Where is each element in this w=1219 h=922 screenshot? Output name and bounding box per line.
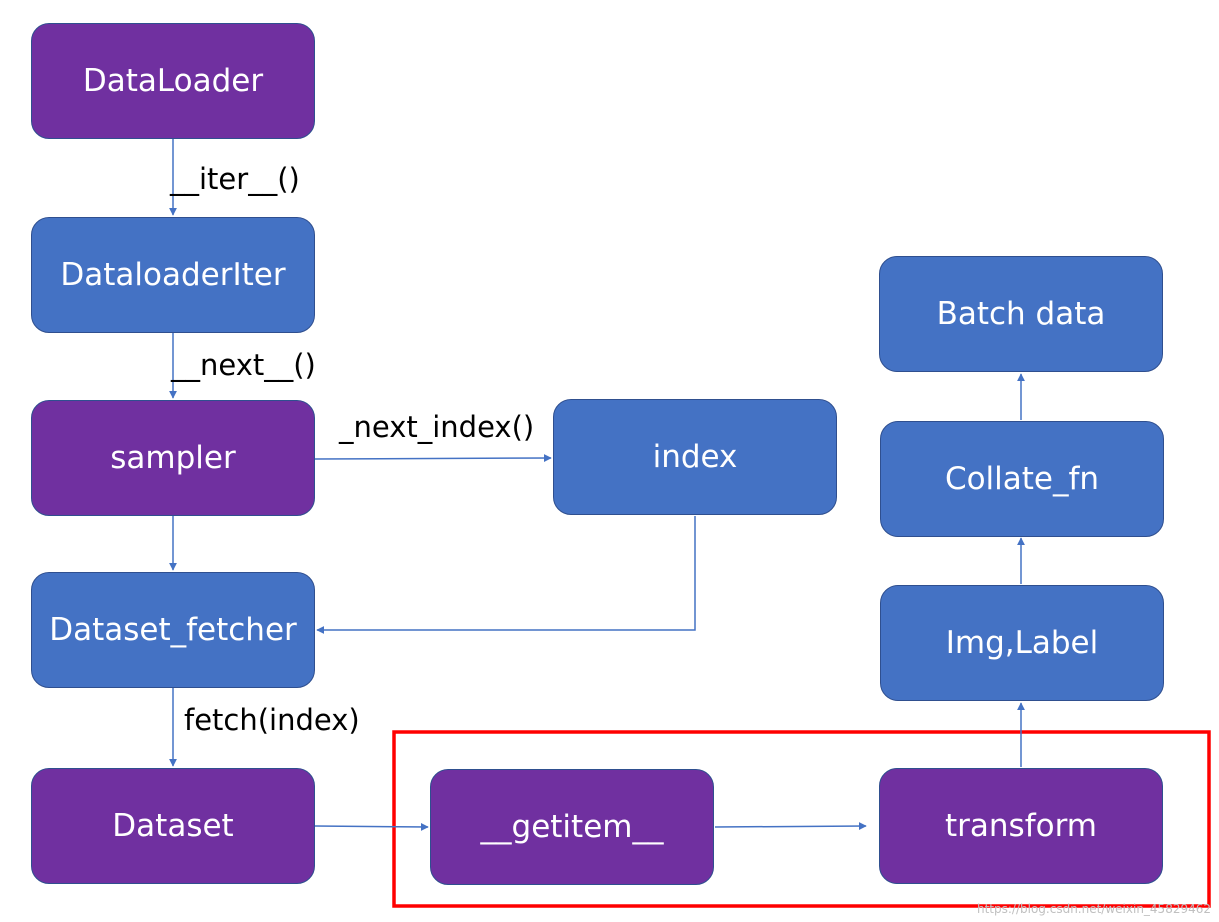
node-dataloader-iter: DataloaderIter <box>31 217 315 333</box>
node-dataset-fetcher: Dataset_fetcher <box>31 572 315 688</box>
edge-label-next-index: _next_index() <box>339 410 535 444</box>
arrow-sampler-to-index <box>314 454 552 463</box>
node-getitem-label: __getitem__ <box>480 809 664 845</box>
node-dataloader-iter-label: DataloaderIter <box>60 257 286 293</box>
watermark: https://blog.csdn.net/weixin_45829462 <box>976 902 1211 916</box>
highlight-box <box>392 730 1211 908</box>
arrow-index-to-fetcher <box>316 516 696 634</box>
node-dataset: Dataset <box>31 768 315 884</box>
node-collate-fn: Collate_fn <box>880 421 1164 537</box>
node-transform-label: transform <box>945 808 1097 844</box>
arrow-getitem-to-transform <box>714 822 867 831</box>
node-batch-data-label: Batch data <box>936 296 1106 332</box>
node-index-label: index <box>652 439 738 475</box>
node-batch-data: Batch data <box>879 256 1163 372</box>
edge-label-next: __next__() <box>171 348 316 382</box>
node-dataset-fetcher-label: Dataset_fetcher <box>49 612 297 648</box>
arrow-dataset-to-getitem <box>314 822 429 831</box>
edge-label-fetch: fetch(index) <box>184 703 360 737</box>
node-index: index <box>553 399 837 515</box>
edge-label-iter: __iter__() <box>170 162 300 196</box>
node-dataset-label: Dataset <box>112 808 234 844</box>
node-sampler-label: sampler <box>110 440 236 476</box>
node-getitem: __getitem__ <box>430 769 714 885</box>
node-img-label: Img,Label <box>880 585 1164 701</box>
node-sampler: sampler <box>31 400 315 516</box>
node-img-label-label: Img,Label <box>945 625 1099 661</box>
node-dataloader: DataLoader <box>31 23 315 139</box>
node-dataloader-label: DataLoader <box>82 63 264 99</box>
node-transform: transform <box>879 768 1163 884</box>
node-collate-fn-label: Collate_fn <box>944 461 1100 497</box>
